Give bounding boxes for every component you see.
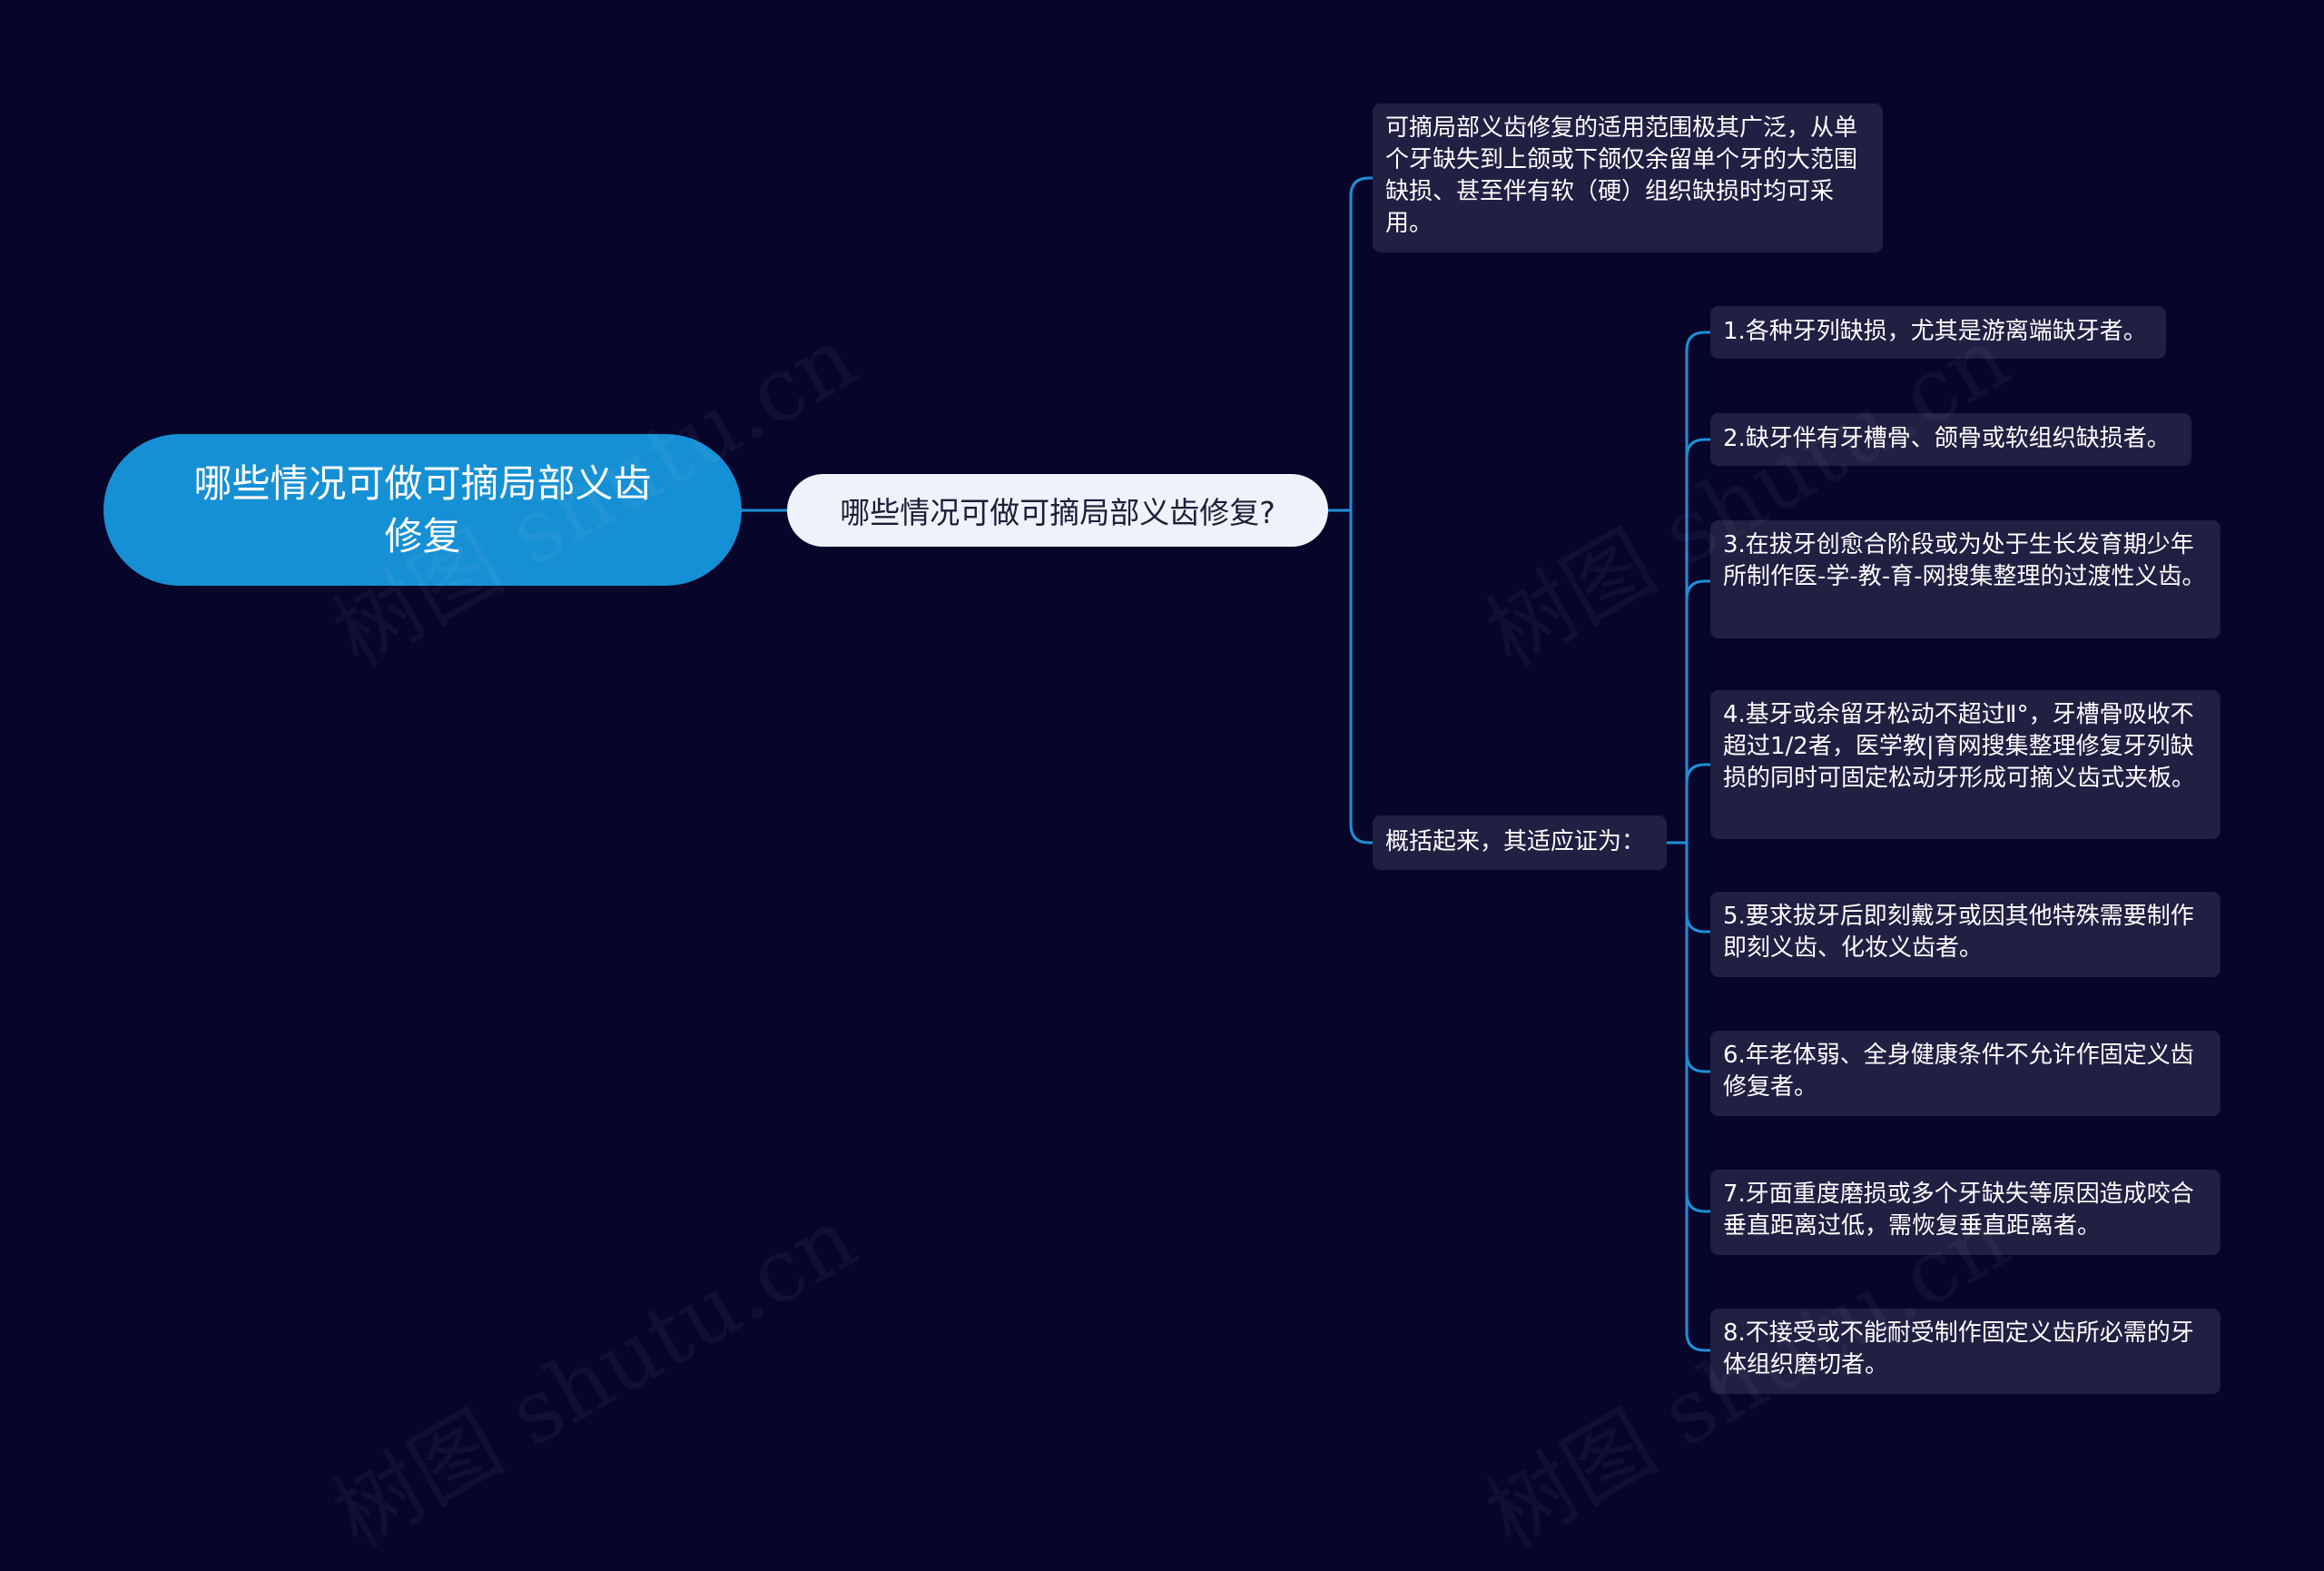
indication-item-3-text: 3.在拔牙创愈合阶段或为处于生长发育期少年所制作医-学-教-育-网搜集整理的过渡… [1723, 531, 2206, 590]
indication-item-5-text: 5.要求拔牙后即刻戴牙或因其他特殊需要制作即刻义齿、化妆义齿者。 [1723, 903, 2194, 962]
indication-item-8[interactable]: 8.不接受或不能耐受制作固定义齿所必需的牙体组织磨切者。 [1710, 1309, 2221, 1394]
summary-node-label: 概括起来，其适应证为： [1385, 828, 1646, 855]
connector-summary-item-2 [1685, 438, 1712, 845]
connector-summary-item-8 [1685, 841, 1712, 1352]
connector-summary-item-3 [1685, 579, 1712, 845]
topic-node-question-label: 哪些情况可做可摘局部义齿修复? [840, 495, 1275, 530]
mind-map-canvas: 哪些情况可做可摘局部义齿修复 哪些情况可做可摘局部义齿修复? 可摘局部义齿修复的… [103, 104, 2221, 1567]
indication-item-4[interactable]: 4.基牙或余留牙松动不超过Ⅱ°，牙槽骨吸收不超过1/2者，医学教|育网搜集整理修… [1710, 690, 2221, 839]
connector-summary-item-7 [1685, 841, 1712, 1213]
summary-node[interactable]: 概括起来，其适应证为： [1373, 815, 1667, 870]
root-node-label: 哪些情况可做可摘局部义齿修复 [193, 460, 652, 558]
indication-item-6-text: 6.年老体弱、全身健康条件不允许作固定义齿修复者。 [1723, 1042, 2194, 1101]
indication-item-2-text: 2.缺牙伴有牙槽骨、颌骨或软组织缺损者。 [1723, 425, 2171, 452]
indication-item-1[interactable]: 1.各种牙列缺损，尤其是游离端缺牙者。 [1710, 306, 2166, 359]
connector-summary-item-4 [1685, 763, 1712, 845]
indication-item-2[interactable]: 2.缺牙伴有牙槽骨、颌骨或软组织缺损者。 [1710, 413, 2191, 466]
connector-level1-summary [1349, 509, 1374, 845]
scope-node[interactable]: 可摘局部义齿修复的适用范围极其广泛，从单个牙缺失到上颌或下颌仅余留单个牙的大范围… [1373, 104, 1883, 252]
connector-summary-item-5 [1685, 841, 1712, 934]
indication-item-6[interactable]: 6.年老体弱、全身健康条件不允许作固定义齿修复者。 [1710, 1031, 2221, 1116]
topic-node-question[interactable]: 哪些情况可做可摘局部义齿修复? [787, 474, 1328, 547]
watermark-3: 树图 shutu.cn [307, 1171, 874, 1571]
indication-item-8-text: 8.不接受或不能耐受制作固定义齿所必需的牙体组织磨切者。 [1723, 1319, 2194, 1378]
indication-item-5[interactable]: 5.要求拔牙后即刻戴牙或因其他特殊需要制作即刻义齿、化妆义齿者。 [1710, 892, 2221, 977]
connector-summary-item-6 [1685, 841, 1712, 1073]
connector-level1-scope [1349, 176, 1374, 512]
scope-node-text: 可摘局部义齿修复的适用范围极其广泛，从单个牙缺失到上颌或下颌仅余留单个牙的大范围… [1385, 114, 1858, 237]
connector-summary-item-1 [1685, 331, 1712, 845]
indication-item-4-text: 4.基牙或余留牙松动不超过Ⅱ°，牙槽骨吸收不超过1/2者，医学教|育网搜集整理修… [1723, 701, 2196, 792]
indication-item-7-text: 7.牙面重度磨损或多个牙缺失等原因造成咬合垂直距离过低，需恢复垂直距离者。 [1723, 1181, 2194, 1240]
indication-item-7[interactable]: 7.牙面重度磨损或多个牙缺失等原因造成咬合垂直距离过低，需恢复垂直距离者。 [1710, 1170, 2221, 1255]
indication-item-3[interactable]: 3.在拔牙创愈合阶段或为处于生长发育期少年所制作医-学-教-育-网搜集整理的过渡… [1710, 520, 2221, 638]
indication-item-1-text: 1.各种牙列缺损，尤其是游离端缺牙者。 [1723, 318, 2147, 345]
root-node[interactable]: 哪些情况可做可摘局部义齿修复 [103, 434, 742, 586]
